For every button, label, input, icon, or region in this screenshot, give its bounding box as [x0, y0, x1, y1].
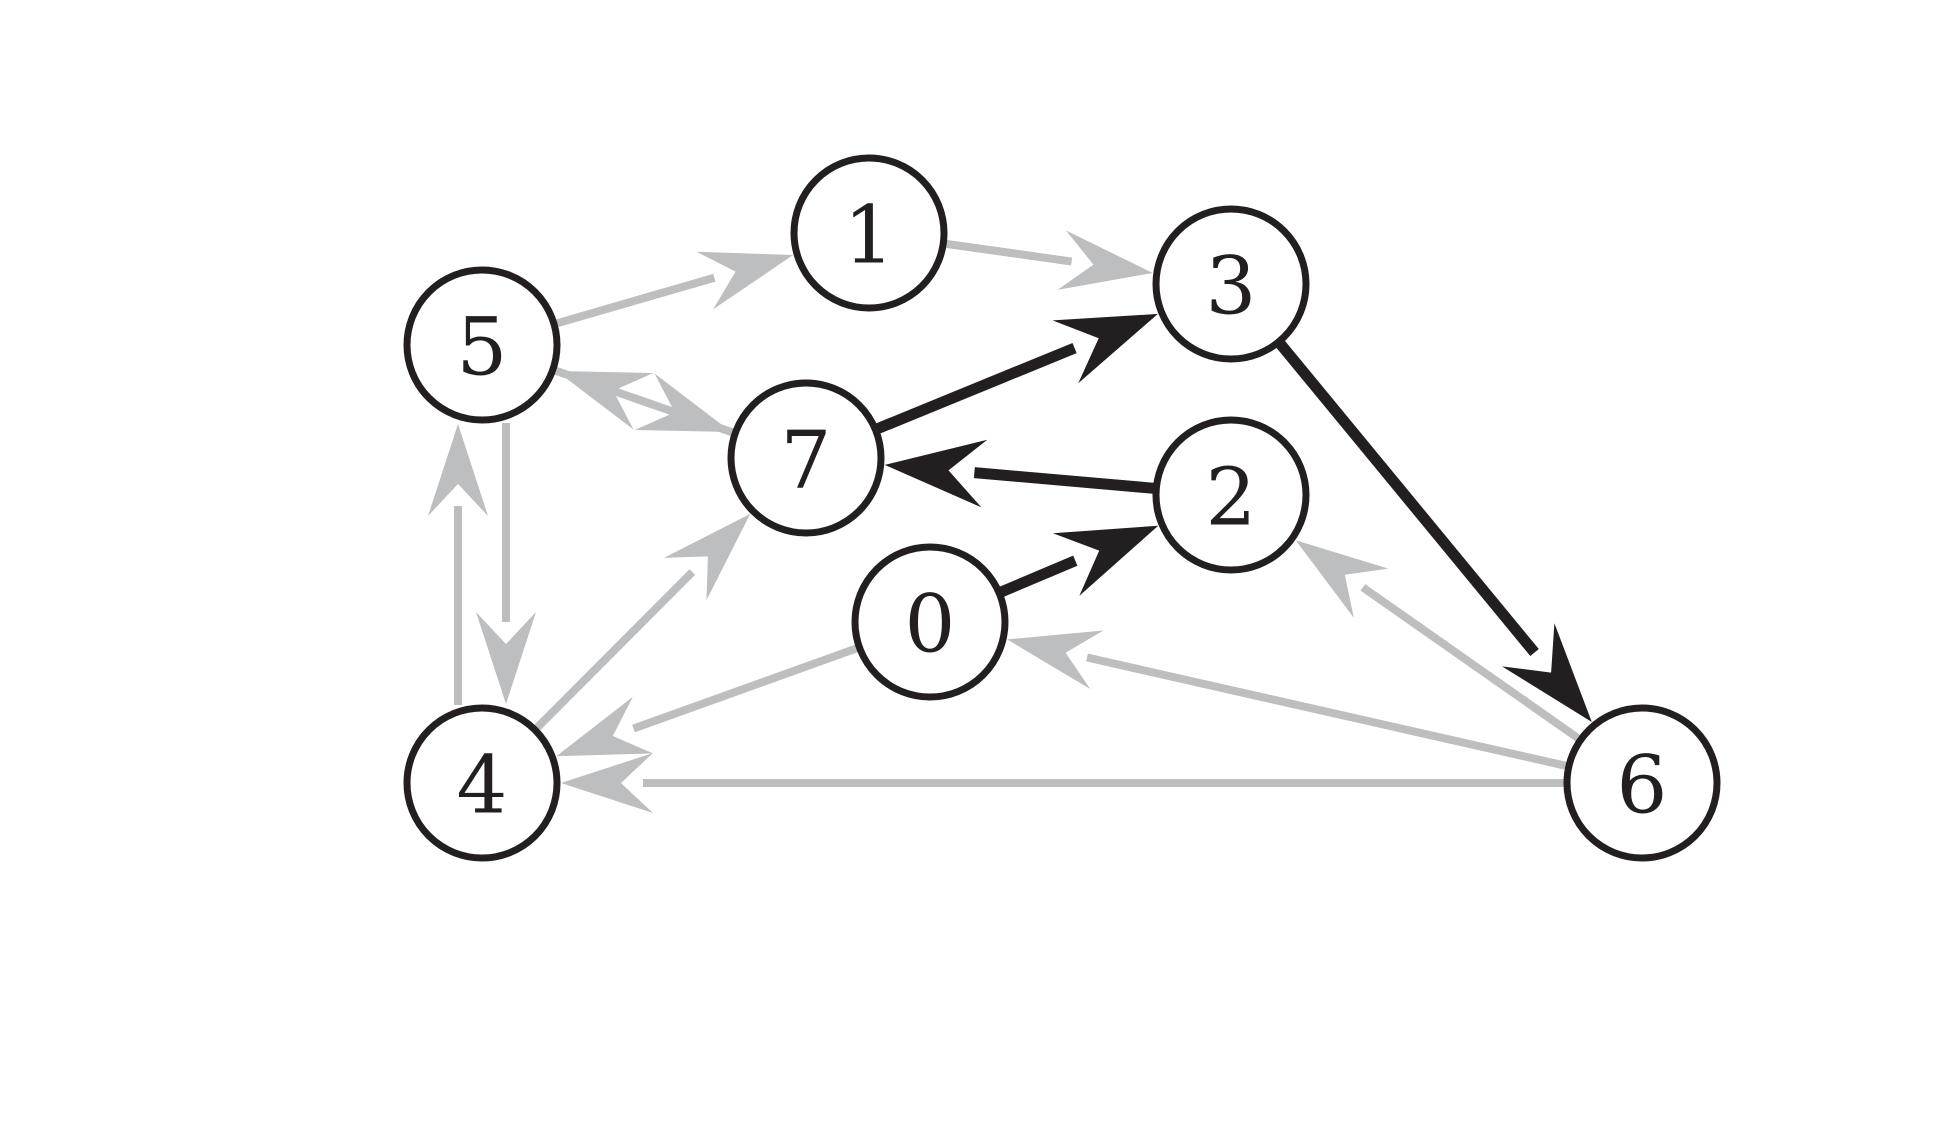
node-circle	[851, 543, 1009, 701]
edge-4-to-7	[534, 513, 751, 731]
node-6: 6	[1563, 704, 1721, 862]
edge-6-to-2	[1295, 540, 1581, 742]
node-circle	[403, 266, 561, 424]
edge-4-to-5	[428, 424, 488, 705]
arrowhead-icon	[634, 373, 732, 432]
edge-line	[999, 555, 1078, 597]
arrowhead-icon	[476, 612, 536, 704]
node-label: 2	[1206, 451, 1257, 544]
arrowhead-icon	[1052, 313, 1158, 384]
node-4: 4	[403, 704, 561, 862]
node-circle	[790, 154, 948, 312]
node-circle	[1563, 704, 1721, 862]
edge-6-to-4	[561, 753, 1564, 813]
node-label: 4	[457, 739, 508, 832]
edge-5-to-1	[555, 251, 794, 328]
node-7: 7	[727, 379, 885, 537]
node-2: 2	[1152, 416, 1310, 574]
node-3: 3	[1152, 205, 1310, 363]
edge-3-to-6	[1276, 340, 1592, 722]
edge-2-to-7	[884, 439, 1154, 508]
edge-line	[945, 239, 1073, 266]
edge-5-to-4	[476, 423, 536, 704]
edge-0-to-2	[999, 525, 1159, 597]
edge-line	[973, 467, 1154, 494]
edge-1-to-3	[945, 230, 1153, 290]
node-label: 3	[1206, 240, 1257, 333]
node-5: 5	[403, 266, 561, 424]
arrowhead-icon	[884, 439, 988, 508]
arrowhead-icon	[1007, 630, 1104, 689]
node-circle	[1152, 416, 1310, 574]
node-label: 7	[781, 414, 832, 507]
arrowhead-icon	[1502, 623, 1592, 722]
edge-0-to-4	[556, 644, 858, 757]
edge-line	[1276, 340, 1539, 657]
node-label: 0	[905, 578, 956, 671]
node-label: 1	[844, 189, 895, 282]
node-circle	[727, 379, 885, 537]
arrowhead-icon	[556, 371, 654, 430]
edge-line	[632, 644, 858, 733]
edge-7-to-3	[876, 313, 1158, 434]
arrowhead-icon	[1295, 540, 1389, 618]
edge-6-to-0	[1007, 630, 1567, 770]
node-circle	[1152, 205, 1310, 363]
arrowhead-icon	[696, 251, 794, 310]
node-label: 6	[1617, 739, 1668, 832]
edge-5-to-7	[554, 366, 732, 432]
edge-line	[1086, 653, 1567, 770]
arrowhead-icon	[428, 424, 488, 516]
arrowhead-icon	[664, 513, 751, 601]
node-circle	[403, 704, 561, 862]
edge-line	[555, 273, 716, 328]
node-label: 5	[457, 301, 508, 394]
node-1: 1	[790, 154, 948, 312]
arrowhead-icon	[1052, 525, 1159, 596]
arrowhead-icon	[1057, 230, 1153, 290]
edge-line	[1360, 584, 1581, 742]
edges-layer	[428, 230, 1592, 813]
edge-line	[534, 569, 696, 731]
node-0: 0	[851, 543, 1009, 701]
arrowhead-icon	[561, 753, 653, 813]
edge-line	[876, 342, 1077, 434]
arrowhead-icon	[556, 696, 654, 757]
edge-line	[554, 366, 656, 409]
nodes-layer: 0 1 2 3 4 5 6 7	[403, 154, 1721, 862]
